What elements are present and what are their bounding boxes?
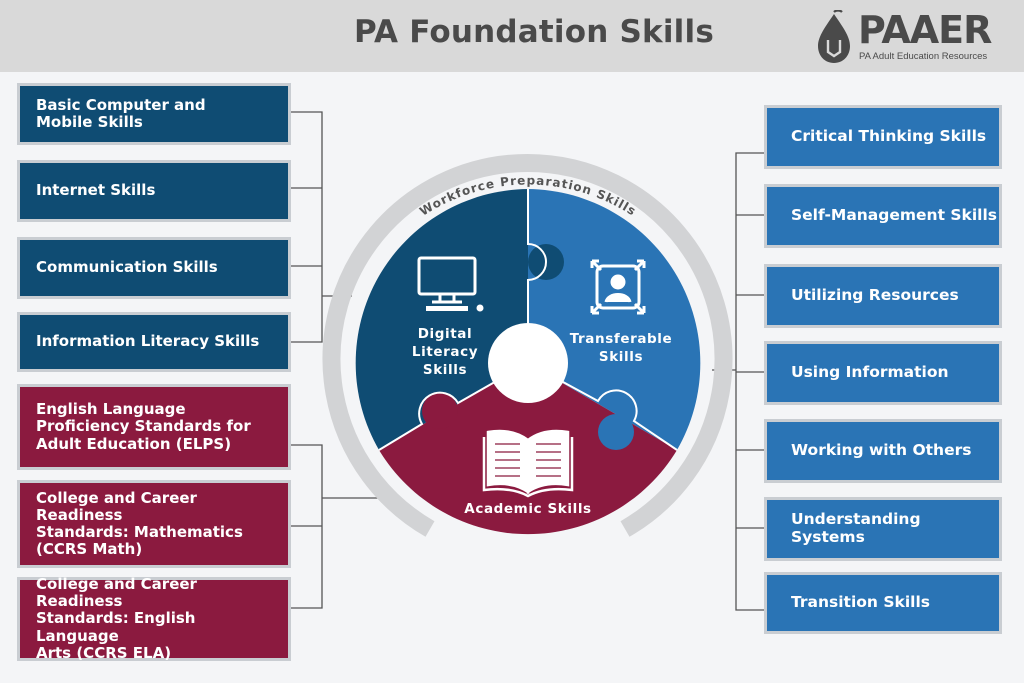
workforce-ring xyxy=(322,154,733,537)
using-information-box: Using Information xyxy=(764,341,1002,405)
paaer-logo: PAAER PA Adult Education Resources xyxy=(814,8,1014,68)
open-book-icon xyxy=(482,429,574,498)
utilizing-resources-box: Utilizing Resources xyxy=(764,264,1002,328)
logo-tagline: PA Adult Education Resources xyxy=(859,51,988,62)
transferable-label: Transferable Skills xyxy=(569,331,673,366)
logo-wordmark: PAAER xyxy=(858,8,992,52)
header-bar xyxy=(0,0,1024,72)
academic-label: Academic Skills xyxy=(464,501,592,517)
digital-literacy-wedge xyxy=(355,189,528,450)
understanding-systems-box: Understanding Systems xyxy=(764,497,1002,561)
transferable-wedge xyxy=(528,189,701,450)
person-arrows-icon xyxy=(590,259,646,315)
working-with-others-box: Working with Others xyxy=(764,419,1002,483)
transition-skills-box: Transition Skills xyxy=(764,572,1002,634)
digital-literacy-label: Digital Literacy Skills xyxy=(411,326,479,379)
page-title: PA Foundation Skills xyxy=(353,14,714,50)
computer-icon xyxy=(417,256,484,312)
communication-skills-box: Communication Skills xyxy=(17,237,291,299)
drop-logo-icon xyxy=(818,10,850,63)
self-management-box: Self-Management Skills xyxy=(764,184,1002,248)
information-literacy-box: Information Literacy Skills xyxy=(17,312,291,372)
critical-thinking-box: Critical Thinking Skills xyxy=(764,105,1002,169)
internet-skills-box: Internet Skills xyxy=(17,160,291,222)
